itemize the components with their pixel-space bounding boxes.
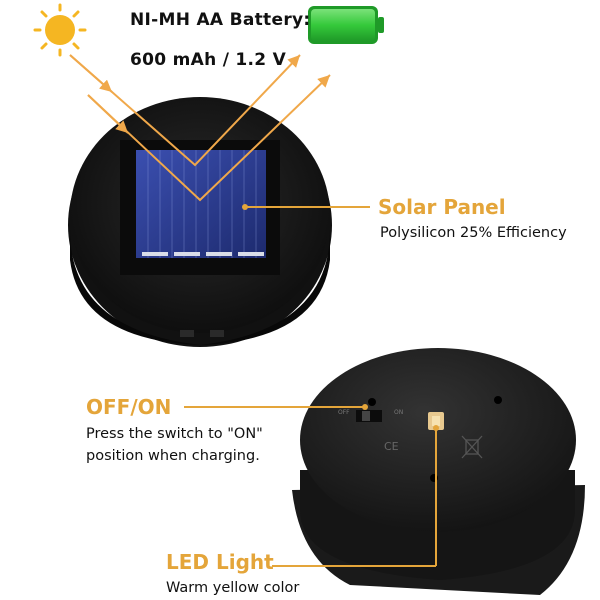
solar-panel-title: Solar Panel	[378, 195, 506, 219]
switch-line1: Press the switch to "ON"	[86, 426, 263, 442]
solar-unit-bottom	[292, 348, 585, 595]
switch-on-label: ON	[394, 409, 404, 416]
switch-off-label: OFF	[338, 409, 350, 416]
battery-spec: 600 mAh / 1.2 V	[130, 50, 287, 70]
solar-panel-subtitle: Polysilicon 25% Efficiency	[380, 225, 567, 241]
sun-icon	[33, 3, 87, 57]
battery-icon	[308, 6, 384, 44]
solar-panel	[136, 150, 266, 258]
recycle-bin-mark-icon	[461, 435, 483, 459]
switch-line2: position when charging.	[86, 448, 260, 464]
light-rays	[69, 54, 331, 202]
led-title: LED Light	[166, 550, 274, 574]
switch-title: OFF/ON	[86, 395, 172, 419]
solar-unit-top	[68, 97, 332, 347]
ce-mark: CE	[384, 440, 399, 453]
led-subtitle: Warm yellow color	[166, 580, 300, 596]
battery-title: NI-MH AA Battery:	[130, 10, 311, 30]
